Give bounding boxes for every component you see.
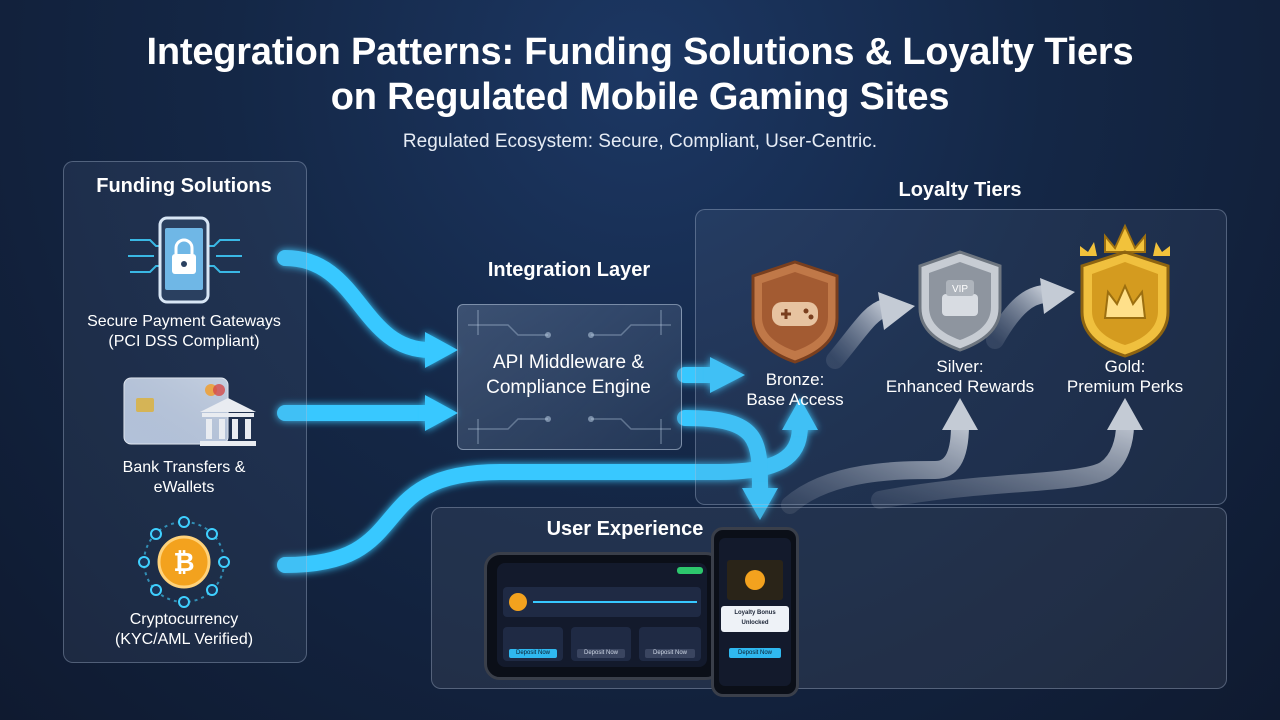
deposit-button-2[interactable]: Deposit Now — [577, 649, 625, 658]
loyalty-arrow-ux-silver — [781, 416, 969, 514]
status-green-badge — [677, 567, 703, 574]
flow-arrow-crypto — [277, 417, 808, 573]
tier-gold-name: Gold: — [1104, 357, 1146, 376]
deposit-card-2[interactable]: Deposit Now — [571, 627, 631, 661]
balance-bar — [503, 587, 701, 617]
flow-arrow-gateway — [277, 250, 438, 358]
deposit-button-3[interactable]: Deposit Now — [645, 649, 695, 658]
funding-item-gateway-note: (PCI DSS Compliant) — [108, 333, 260, 350]
tier-gold-benefit: Premium Perks — [1066, 377, 1184, 396]
circuit-pattern — [468, 310, 671, 444]
deposit-card-3[interactable]: Deposit Now — [639, 627, 701, 661]
arrowhead-bronze — [710, 357, 745, 393]
arrowhead-crypto — [782, 398, 818, 430]
bitcoin-coin-icon — [509, 593, 527, 611]
tier-silver: Silver: Enhanced Rewards — [875, 357, 1045, 397]
loyalty-arrow-ux-gold — [871, 416, 1134, 509]
portrait-deposit-button[interactable]: Deposit Now — [729, 648, 781, 658]
progress-line — [533, 601, 697, 603]
loyalty-arrowhead-ux-silver — [942, 398, 978, 430]
deposit-card-1[interactable]: Deposit Now — [503, 627, 563, 661]
title-line-2: on Regulated Mobile Gaming Sites — [330, 76, 950, 118]
tier-silver-name: Silver: — [936, 357, 984, 376]
arrowhead-ux — [742, 488, 778, 520]
funding-item-gateway: Secure Payment Gateways (PCI DSS Complia… — [63, 312, 305, 352]
deposit-button-1[interactable]: Deposit Now — [509, 649, 557, 658]
portrait-phone-mockup: Loyalty Bonus Unlocked Deposit Now — [711, 527, 799, 697]
portrait-phone-screen: Loyalty Bonus Unlocked Deposit Now — [719, 538, 791, 686]
page-subtitle: Regulated Ecosystem: Secure, Compliant, … — [402, 131, 878, 152]
funding-item-bank-title: Bank Transfers & — [122, 459, 246, 476]
arrowhead-bank — [425, 395, 458, 431]
integration-layer-title: Integration Layer — [487, 259, 651, 281]
page-title: Integration Patterns: Funding Solutions … — [0, 30, 1280, 120]
portrait-bitcoin-icon — [745, 570, 765, 590]
funding-item-crypto-note: (KYC/AML Verified) — [114, 631, 254, 648]
loyalty-arrowhead-ux-gold — [1107, 398, 1143, 430]
user-experience-title: User Experience — [546, 518, 704, 540]
middleware-label-line-1: API Middleware & — [492, 352, 644, 373]
loyalty-bonus-popup: Loyalty Bonus Unlocked — [721, 606, 789, 632]
landscape-phone-screen: Deposit Now Deposit Now Deposit Now — [497, 563, 707, 667]
funding-item-gateway-title: Secure Payment Gateways — [87, 313, 281, 330]
funding-item-bank-note: eWallets — [153, 479, 215, 496]
tier-bronze-name: Bronze: — [765, 370, 825, 389]
landscape-phone-mockup: Deposit Now Deposit Now Deposit Now — [484, 552, 722, 680]
title-line-1: Integration Patterns: Funding Solutions … — [146, 31, 1134, 73]
funding-item-crypto: Cryptocurrency (KYC/AML Verified) — [63, 610, 305, 650]
middleware-label-line-2: Compliance Engine — [486, 377, 651, 398]
funding-item-bank: Bank Transfers & eWallets — [63, 458, 305, 498]
crypto-network-graphic — [727, 560, 783, 600]
tier-bronze-benefit: Base Access — [746, 390, 844, 409]
arrowhead-gateway — [425, 332, 458, 368]
tier-silver-benefit: Enhanced Rewards — [885, 377, 1035, 396]
flow-arrow-to-ux — [677, 410, 768, 498]
loyalty-arrowhead-silver — [878, 292, 915, 330]
funding-item-crypto-title: Cryptocurrency — [129, 611, 239, 628]
tier-bronze: Bronze: Base Access — [710, 370, 880, 410]
middleware-label: API Middleware & Compliance Engine — [457, 350, 680, 400]
middleware-box — [457, 304, 682, 450]
loyalty-panel-title: Loyalty Tiers — [898, 179, 1022, 201]
funding-panel-title: Funding Solutions — [96, 175, 272, 197]
loyalty-arrowhead-gold — [1040, 278, 1075, 314]
funding-solutions-panel — [63, 161, 307, 663]
tier-gold: Gold: Premium Perks — [1040, 357, 1210, 397]
